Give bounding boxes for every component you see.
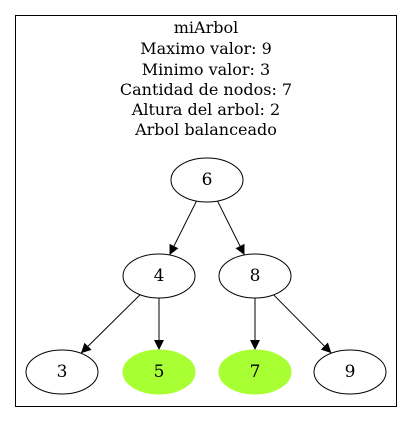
node-label-7: 7 bbox=[250, 362, 261, 382]
tree-node-9: 9 bbox=[313, 349, 387, 395]
stat-max-value: Maximo valor: 9 bbox=[140, 39, 272, 58]
node-label-6: 6 bbox=[202, 170, 213, 190]
tree-nodes: 6 4 8 3 5 7 9 bbox=[25, 157, 387, 395]
edge-n4-n3 bbox=[80, 294, 141, 354]
node-ellipse-5 bbox=[122, 349, 196, 395]
stat-node-count: Cantidad de nodos: 7 bbox=[119, 80, 293, 99]
tree-node-6: 6 bbox=[170, 157, 244, 203]
edge-n8-n9 bbox=[273, 294, 332, 354]
node-ellipse-8 bbox=[218, 253, 292, 299]
cluster-frame bbox=[15, 15, 397, 407]
tree-node-7: 7 bbox=[218, 349, 292, 395]
stat-min-value: Minimo valor: 3 bbox=[141, 60, 271, 79]
cluster-title: miArbol bbox=[173, 18, 239, 37]
stat-balance: Arbol balanceado bbox=[135, 120, 277, 139]
tree-edges bbox=[80, 200, 332, 354]
tree-node-3: 3 bbox=[25, 349, 99, 395]
node-ellipse-4 bbox=[122, 253, 196, 299]
edge-n6-n4 bbox=[169, 200, 197, 256]
node-label-9: 9 bbox=[345, 362, 356, 382]
node-label-3: 3 bbox=[57, 362, 68, 382]
tree-node-4: 4 bbox=[122, 253, 196, 299]
node-ellipse-7 bbox=[218, 349, 292, 395]
tree-node-8: 8 bbox=[218, 253, 292, 299]
node-label-5: 5 bbox=[154, 362, 165, 382]
stat-tree-height: Altura del arbol: 2 bbox=[131, 100, 281, 119]
node-ellipse-9 bbox=[313, 349, 387, 395]
tree-node-5: 5 bbox=[122, 349, 196, 395]
node-label-8: 8 bbox=[250, 266, 261, 286]
node-label-4: 4 bbox=[154, 266, 165, 286]
node-ellipse-6 bbox=[170, 157, 244, 203]
node-ellipse-3 bbox=[25, 349, 99, 395]
edge-n6-n8 bbox=[217, 200, 245, 256]
